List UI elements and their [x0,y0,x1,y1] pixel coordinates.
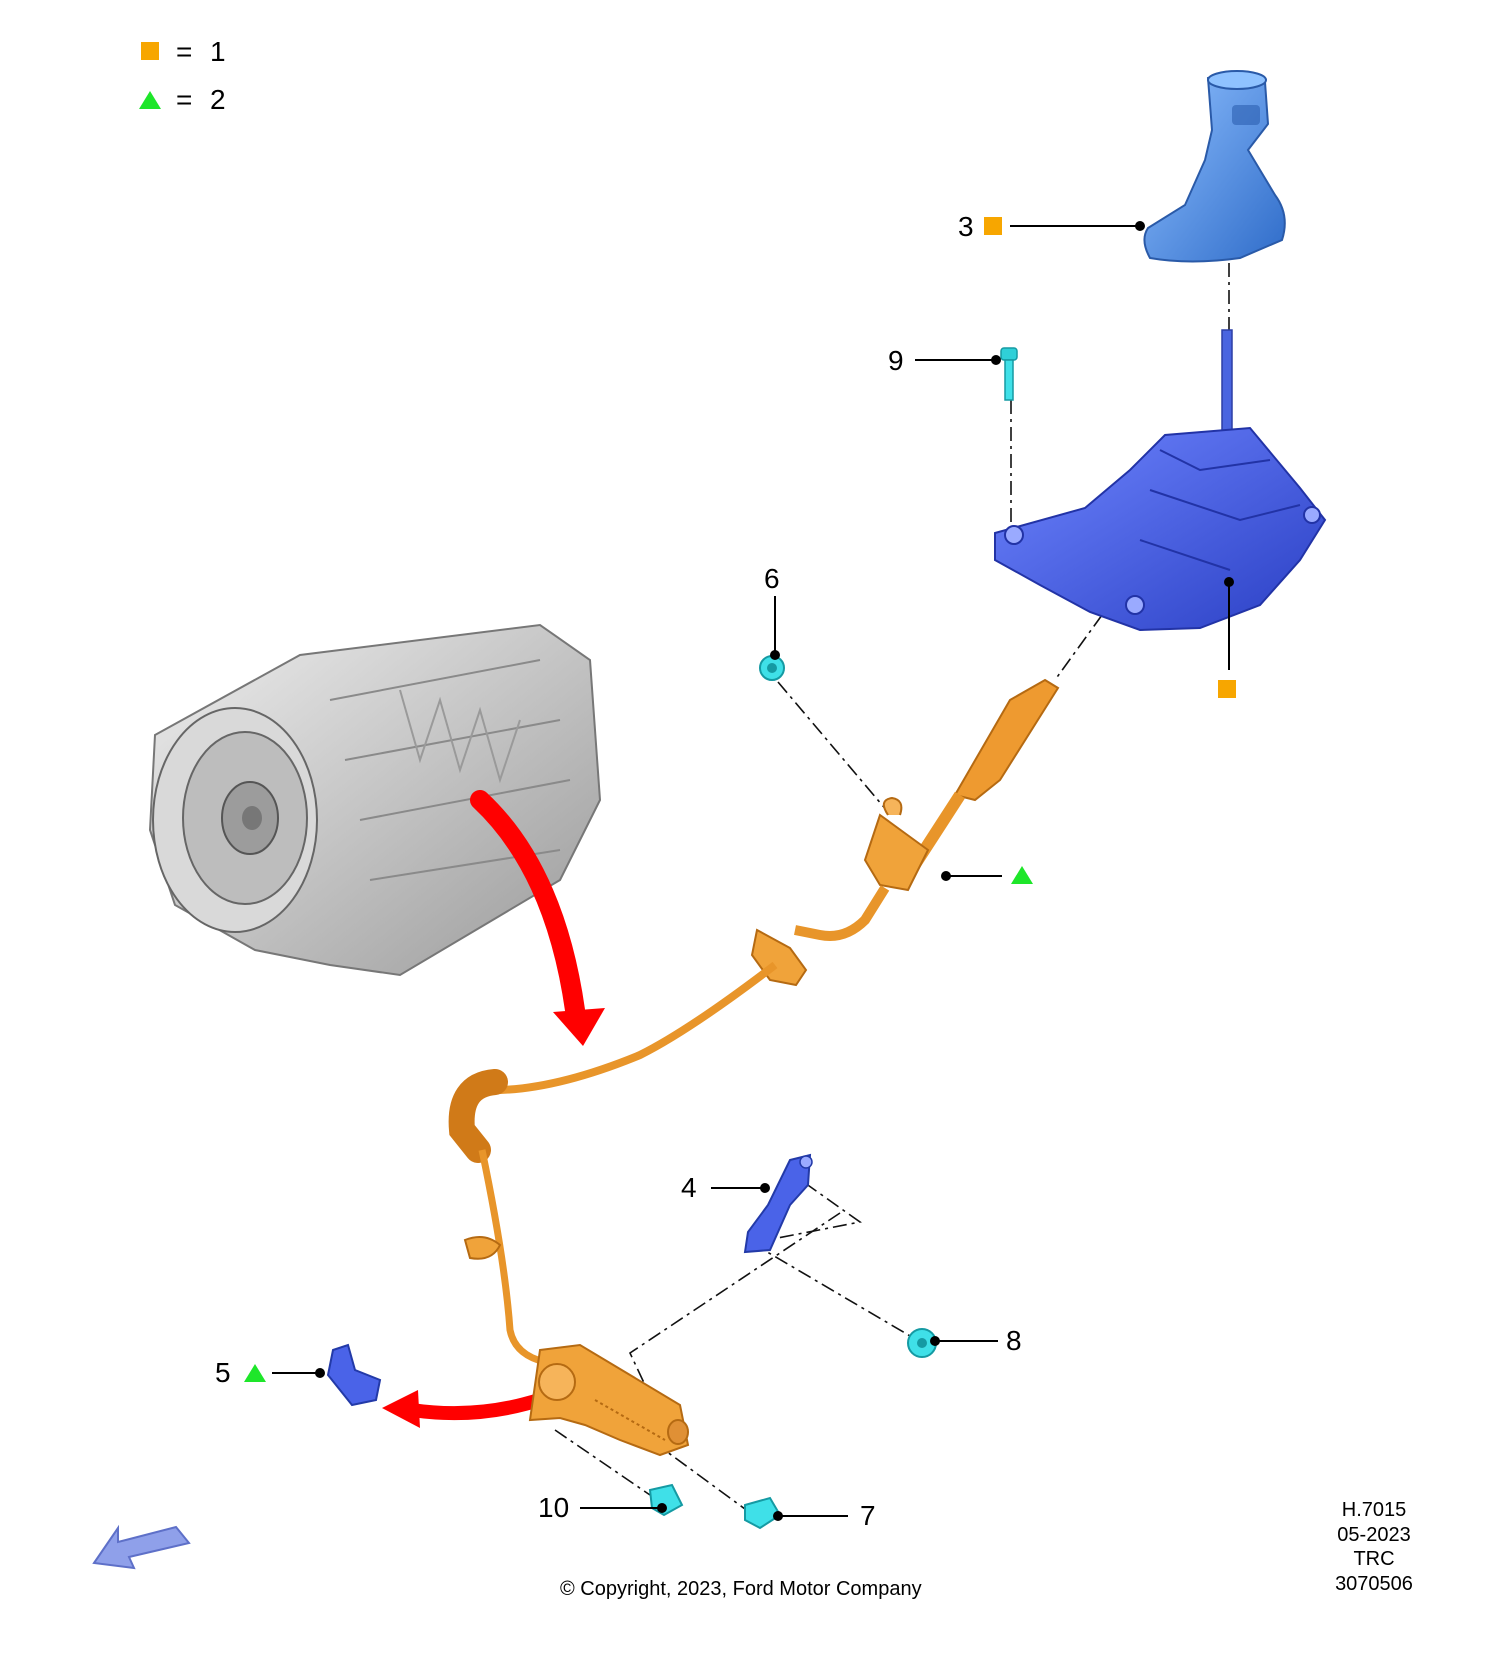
callout-leaders [272,221,1234,1521]
legend-value: 1 [210,36,226,67]
red-arrowhead-icon [553,1008,605,1046]
gear-shift-knob [1143,70,1286,263]
red-arrow-icon [405,1391,552,1421]
callout-5: 5 [215,1357,231,1388]
drawing-stamp: H.7015 05-2023 TRC 3070506 [1320,1498,1428,1596]
legend-equals: = [176,36,193,67]
drawing-date: 05-2023 [1337,1523,1411,1546]
clip-icon [759,655,785,681]
square-marker-icon [1218,680,1236,698]
callout-10: 10 [538,1492,570,1523]
assembly-lines [554,263,1230,1521]
nut-icon [907,1328,937,1358]
callout-9: 9 [888,345,904,376]
red-arrowhead-icon [382,1390,420,1428]
triangle-icon [139,91,161,109]
legend-value: 2 [210,84,226,115]
square-icon [141,42,159,60]
shift-cable [448,678,1060,1457]
triangle-marker-icon [1011,866,1033,884]
direction-arrow-icon [92,1524,191,1570]
callout-8: 8 [1006,1325,1022,1356]
callout-7: 7 [860,1500,876,1531]
red-arrow-icon [470,790,585,1020]
bracket-icon [326,1343,382,1407]
transmission-assembly [148,623,602,977]
bracket-icon [743,1153,813,1254]
copyright-notice: © Copyright, 2023, Ford Motor Company [560,1578,922,1600]
gear-selector-housing [994,426,1327,632]
callout-6: 6 [764,563,780,594]
bolt-icon [744,1496,782,1530]
legend-equals: = [176,84,193,115]
drawing-code: H.7015 [1341,1499,1407,1521]
drawing-number: 3070506 [1335,1572,1413,1595]
drawing-region: TRC [1353,1548,1395,1570]
triangle-marker-icon [244,1364,266,1382]
callout-4: 4 [681,1172,697,1203]
square-marker-icon [984,217,1002,235]
bolt-icon [1000,347,1018,401]
callout-3: 3 [958,211,974,242]
